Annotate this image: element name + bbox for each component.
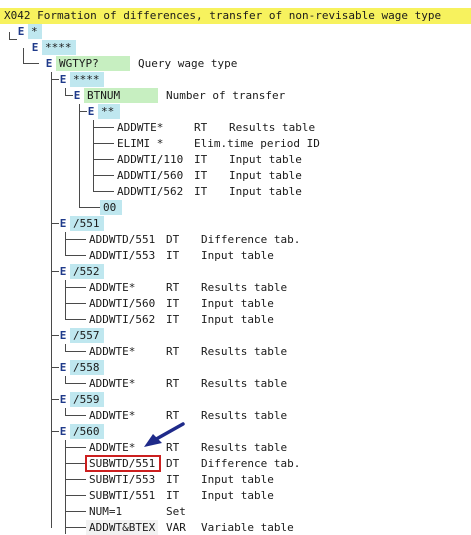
- node-type: RT: [194, 121, 208, 134]
- arrow-pointer-icon: [144, 422, 185, 447]
- tree-leaf[interactable]: ADDWTE*: [86, 344, 158, 359]
- node-description: Difference tab.: [201, 457, 301, 470]
- node-type: IT: [166, 313, 180, 326]
- tree-node-wgtyp[interactable]: WGTYP?: [56, 56, 130, 71]
- tree-node[interactable]: ****: [42, 40, 76, 55]
- node-description: Results table: [201, 345, 288, 358]
- tree-leaf[interactable]: ADDWTI/560: [114, 168, 186, 183]
- node-type: RT: [166, 409, 180, 422]
- node-description: Results table: [201, 409, 288, 422]
- expand-toggle[interactable]: E: [45, 57, 53, 70]
- node-description: Results table: [201, 377, 288, 390]
- tree-leaf[interactable]: ADDWTI/560: [86, 296, 158, 311]
- expand-toggle[interactable]: E: [59, 217, 67, 230]
- tree-leaf[interactable]: ELIMI *: [114, 136, 186, 151]
- tree-node-551[interactable]: /551: [70, 216, 104, 231]
- node-type: RT: [166, 377, 180, 390]
- tree-leaf[interactable]: ADDWTI/110: [114, 152, 186, 167]
- tree-leaf[interactable]: ADDWTE*: [86, 280, 158, 295]
- expand-toggle[interactable]: E: [59, 73, 67, 86]
- tree-leaf[interactable]: ADDWT&BTEX: [86, 520, 158, 535]
- node-type: IT: [166, 297, 180, 310]
- node-type: DT: [166, 457, 180, 470]
- node-type: IT: [194, 169, 208, 182]
- expand-toggle[interactable]: E: [59, 329, 67, 342]
- tree-leaf[interactable]: ADDWTI/562: [86, 312, 158, 327]
- tree-leaf-highlighted[interactable]: SUBWTD/551: [85, 455, 161, 472]
- node-type: IT: [166, 473, 180, 486]
- tree-leaf[interactable]: ADDWTE*: [114, 120, 186, 135]
- tree-node-btnum[interactable]: BTNUM: [84, 88, 158, 103]
- tree-node-557[interactable]: /557: [70, 328, 104, 343]
- tree-node-559[interactable]: /559: [70, 392, 104, 407]
- node-type: IT: [194, 153, 208, 166]
- node-type: IT: [194, 185, 208, 198]
- tree-node-root[interactable]: *: [28, 24, 42, 39]
- node-description: Variable table: [201, 521, 294, 534]
- node-description: Input table: [229, 153, 302, 166]
- node-type: IT: [166, 489, 180, 502]
- node-description: Input table: [229, 185, 302, 198]
- tree-leaf[interactable]: SUBWTI/553: [86, 472, 158, 487]
- tree-leaf[interactable]: ADDWTI/562: [114, 184, 186, 199]
- node-type: IT: [166, 249, 180, 262]
- tree-node[interactable]: ****: [70, 72, 104, 87]
- tree-leaf[interactable]: NUM=1: [86, 504, 158, 519]
- tree-node-552[interactable]: /552: [70, 264, 104, 279]
- tree-node-558[interactable]: /558: [70, 360, 104, 375]
- node-description: Results table: [201, 281, 288, 294]
- node-type: RT: [166, 281, 180, 294]
- node-description: Input table: [201, 249, 274, 262]
- node-type: RT: [166, 345, 180, 358]
- tree-node[interactable]: **: [98, 104, 120, 119]
- node-type: Set: [166, 505, 186, 518]
- tree-leaf[interactable]: SUBWTI/551: [86, 488, 158, 503]
- expand-toggle[interactable]: E: [59, 393, 67, 406]
- expand-toggle[interactable]: E: [73, 89, 81, 102]
- tree-leaf[interactable]: ADDWTD/551: [86, 232, 158, 247]
- node-description: Input table: [229, 169, 302, 182]
- report-title: X042 Formation of differences, transfer …: [0, 8, 471, 24]
- expand-toggle[interactable]: E: [17, 25, 25, 38]
- node-description: Query wage type: [138, 57, 238, 70]
- tree-node-560[interactable]: /560: [70, 424, 104, 439]
- node-description: Elim.time period ID: [194, 137, 320, 150]
- node-description: Input table: [201, 297, 274, 310]
- node-description: Results table: [201, 441, 288, 454]
- node-type: RT: [166, 441, 180, 454]
- tree-leaf[interactable]: ADDWTE*: [86, 408, 158, 423]
- node-description: Results table: [229, 121, 316, 134]
- tree-leaf[interactable]: ADDWTE*: [86, 440, 158, 455]
- node-description: Difference tab.: [201, 233, 301, 246]
- node-type: DT: [166, 233, 180, 246]
- node-description: Number of transfer: [166, 89, 286, 102]
- tree-leaf[interactable]: ADDWTE*: [86, 376, 158, 391]
- expand-toggle[interactable]: E: [59, 361, 67, 374]
- node-description: Input table: [201, 473, 274, 486]
- node-description: Input table: [201, 489, 274, 502]
- expand-toggle[interactable]: E: [59, 425, 67, 438]
- node-type: VAR: [166, 521, 186, 534]
- expand-toggle[interactable]: E: [87, 105, 95, 118]
- tree-leaf[interactable]: ADDWTI/553: [86, 248, 158, 263]
- expand-toggle[interactable]: E: [59, 265, 67, 278]
- tree-node[interactable]: 00: [100, 200, 122, 215]
- node-description: Input table: [201, 313, 274, 326]
- expand-toggle[interactable]: E: [31, 41, 39, 54]
